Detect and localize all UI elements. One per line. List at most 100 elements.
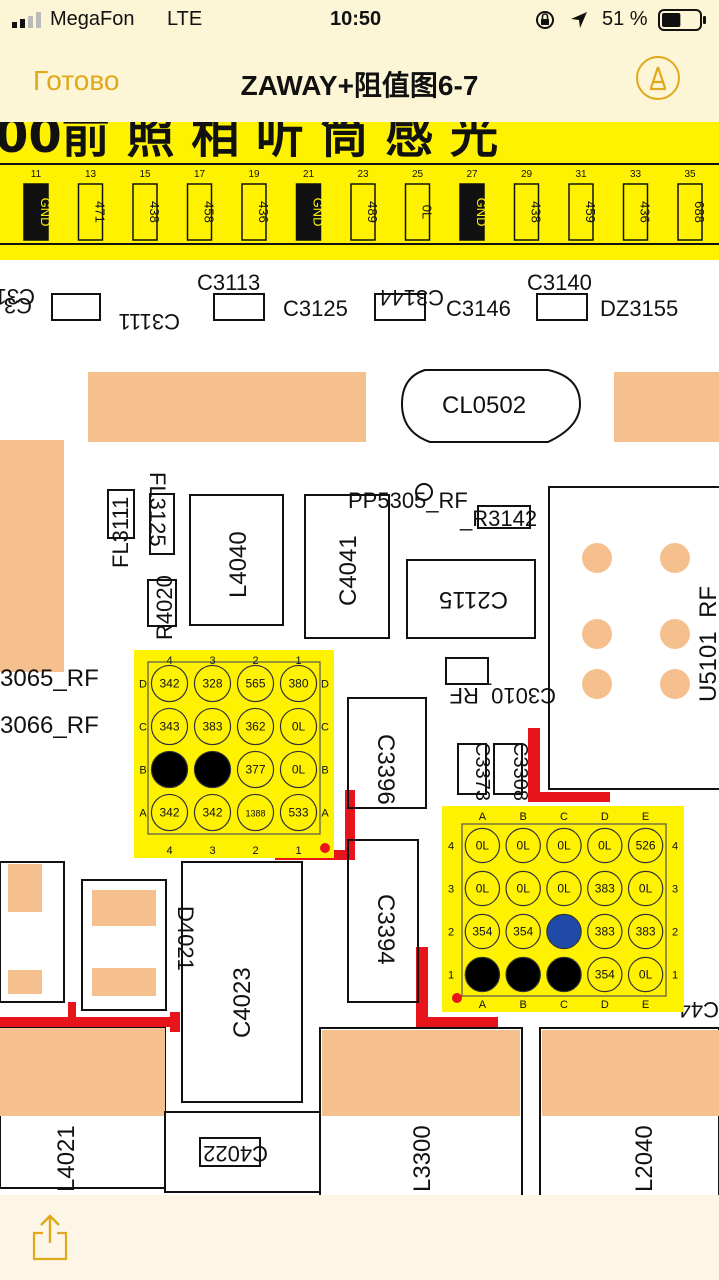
label-c3010: C3010_RF [450, 683, 556, 708]
pin-number: 11 [31, 169, 42, 180]
pin-box [677, 183, 703, 241]
part-c4022 [199, 1137, 261, 1167]
chip-ball [587, 827, 623, 864]
chip-value: 342 [159, 677, 179, 691]
battery-icon [658, 9, 706, 31]
chip-ball [236, 664, 275, 703]
chip-row-label: 4 [672, 841, 678, 853]
label-c4023: C4023 [229, 967, 256, 1038]
chip-ball [505, 827, 541, 864]
label-l3300: L3300 [409, 1125, 436, 1192]
part-c3144 [374, 293, 426, 321]
chip-value: 0L [517, 839, 531, 853]
part-c3396 [347, 697, 427, 809]
chip-ball [505, 913, 541, 950]
done-button[interactable]: Готово [33, 65, 120, 96]
nav-bar: Готово ZAWAY+阻值图6-7 [0, 40, 719, 122]
chip-value: 0L [476, 882, 490, 896]
carrier-name: MegaFon [50, 8, 135, 30]
chip-value: 0L [517, 882, 531, 896]
chip-ball [587, 956, 623, 993]
chip-ball [627, 827, 664, 864]
label-c3396: C3396 [372, 734, 399, 805]
chip-col-label: C [560, 999, 568, 1011]
chip-col-label: C [560, 811, 568, 823]
label-cl0502: CL0502 [442, 392, 526, 419]
battery-percent: 51 % [602, 8, 648, 30]
chip-col-label: 4 [166, 845, 172, 857]
chip-value: 343 [159, 720, 179, 734]
label-c3112: C3112 [0, 284, 35, 309]
chip-ball [150, 707, 189, 746]
pin-value: 489 [365, 201, 380, 223]
chip-row-label: 3 [448, 884, 454, 896]
pin-box [132, 183, 158, 241]
chip-value: 342 [159, 806, 179, 820]
chip-col-label: 4 [166, 655, 172, 667]
part-c2115 [406, 559, 536, 639]
chip-ball [546, 870, 582, 907]
label-c3125: C3125 [283, 296, 348, 321]
pin-box [23, 183, 49, 241]
part-u5101 [548, 486, 719, 790]
status-bar: MegaFon LTE 10:50 51 % [0, 0, 719, 40]
pin-value: 0L [420, 205, 435, 219]
pin-box [513, 183, 540, 241]
pin-box [295, 183, 322, 241]
pin-value: GND [311, 198, 326, 227]
pin-number: 29 [521, 169, 533, 180]
share-button[interactable] [30, 1213, 70, 1263]
chip-ball [627, 913, 664, 950]
pin-box [186, 183, 213, 241]
pin-value: 471 [93, 201, 108, 223]
pin-value: 459 [583, 201, 598, 223]
chip-ball [236, 793, 275, 832]
chip-ball [546, 913, 582, 950]
schematic-image: 00前 照 相 听 筒 感 光 11GND1347115438174581943… [0, 122, 719, 1195]
label-c4022: C4022 [203, 1141, 268, 1166]
chip-row-label: C [321, 722, 329, 734]
chip-col-label: 1 [295, 655, 301, 667]
label-l4021: L4021 [53, 1125, 80, 1192]
pad [322, 1030, 520, 1116]
chip-col-label: 1 [295, 845, 301, 857]
location-icon [571, 12, 587, 28]
pad [614, 372, 719, 442]
label-c2115: C2115 [439, 586, 508, 613]
chip-value: 0L [639, 968, 653, 982]
chip-ball [279, 664, 318, 703]
label-c4041: C4041 [335, 535, 362, 606]
chip-ball [464, 956, 501, 993]
label-fl3111: FL3111 [108, 497, 133, 568]
part-c3373 [457, 743, 487, 795]
chip-row-label: C [139, 722, 147, 734]
chip-row-label: 2 [672, 927, 678, 939]
chip-value: 383 [595, 925, 615, 939]
chip-value: 1388 [245, 809, 265, 819]
part-c3112 [51, 293, 101, 321]
chip-col-label: 3 [209, 655, 215, 667]
pin-number: 31 [575, 169, 587, 180]
chip-value: 0L [557, 882, 571, 896]
pin-value: 438 [147, 201, 162, 223]
chip-ball [546, 956, 582, 993]
chip-value: 383 [595, 882, 615, 896]
chip-value: 342 [202, 806, 222, 820]
label-c3394: C3394 [372, 894, 399, 965]
label-c3144: C3144 [379, 285, 444, 310]
label-r3066: 3066_RF [0, 712, 99, 739]
chip-row-label: 3 [672, 884, 678, 896]
chip-ball [464, 913, 501, 950]
markup-button[interactable] [636, 56, 680, 100]
chip-value: 380 [288, 677, 308, 691]
pin-number: 21 [303, 169, 315, 180]
pin-number: 27 [466, 169, 478, 180]
part-fl3111 [107, 489, 135, 539]
u5101-pads [582, 543, 690, 699]
pin-value: 438 [529, 201, 544, 223]
pin-number: 15 [139, 169, 151, 180]
label-r3142: _R3142 [459, 506, 537, 531]
pin-number: 35 [684, 169, 696, 180]
